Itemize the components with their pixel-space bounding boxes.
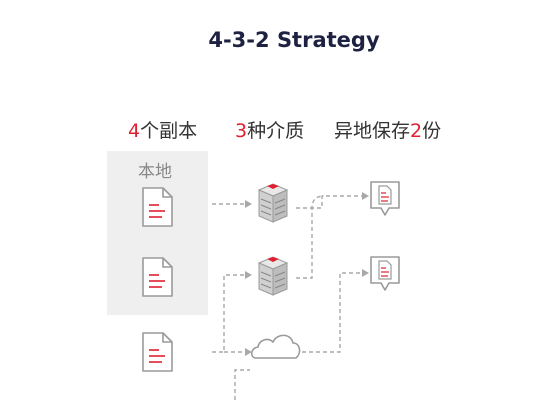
heading-media: 3种介质 <box>235 116 304 143</box>
copies-number: 4 <box>128 120 141 142</box>
cloud-icon <box>250 334 301 359</box>
offsite-label: 份 <box>422 120 442 142</box>
location-pin-document-icon <box>370 256 400 291</box>
document-icon <box>142 257 173 297</box>
location-pin-document-icon <box>370 181 400 216</box>
document-icon <box>142 332 173 372</box>
diagram-title: 4-3-2 Strategy <box>208 28 380 52</box>
offsite-prefix: 异地保存 <box>334 120 411 142</box>
copies-label: 个副本 <box>140 120 198 142</box>
heading-offsite: 异地保存2份 <box>334 116 441 143</box>
arrowheads <box>245 192 369 356</box>
document-icon <box>142 187 173 227</box>
media-number: 3 <box>235 120 248 142</box>
heading-copies: 4个副本 <box>128 116 197 143</box>
offsite-number: 2 <box>410 120 423 142</box>
media-label: 种介质 <box>247 120 305 142</box>
server-icon <box>258 183 288 223</box>
server-icon <box>258 256 288 296</box>
connector-lines <box>212 195 363 400</box>
local-label: 本地 <box>138 162 172 182</box>
